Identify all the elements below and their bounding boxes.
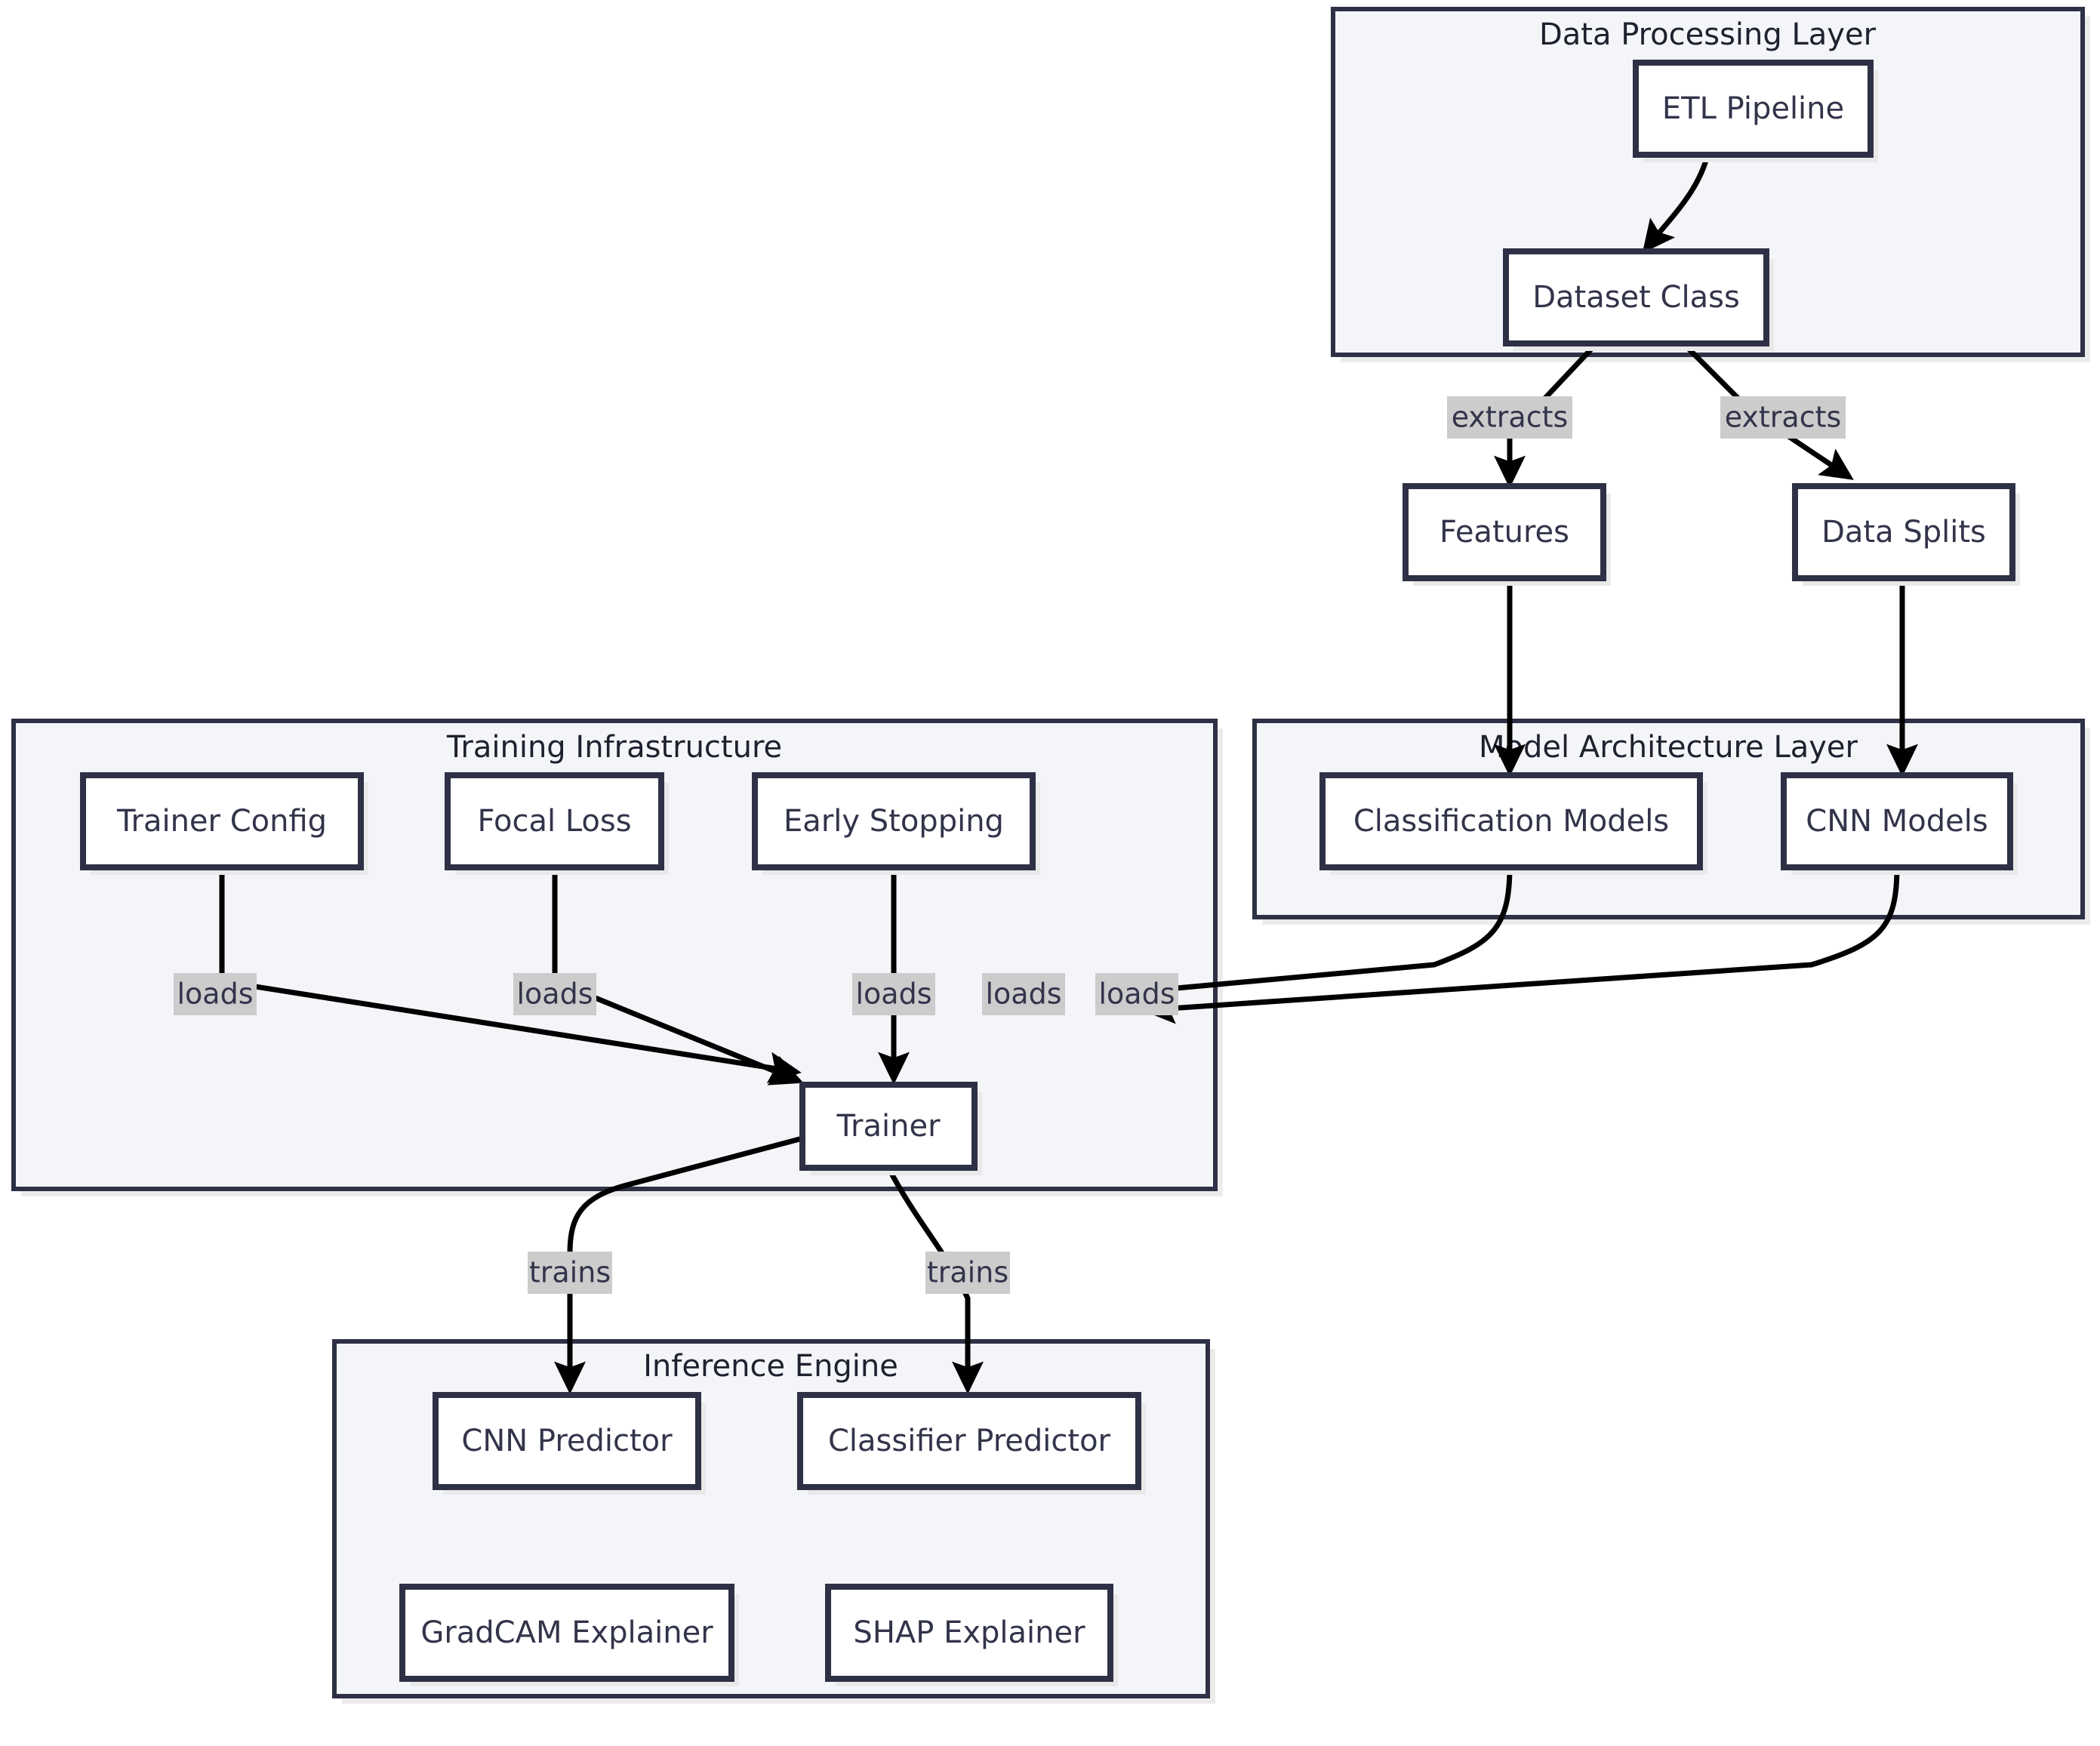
edge-label-label-trains-classifier: trains bbox=[925, 1252, 1010, 1294]
cluster-title-training-infrastructure: Training Infrastructure bbox=[446, 730, 782, 765]
edge-label-background bbox=[174, 973, 257, 1015]
node-label-etl-pipeline: ETL Pipeline bbox=[1662, 91, 1844, 126]
edge-cnn-to-trainer bbox=[1142, 867, 1900, 1024]
node-label-features: Features bbox=[1440, 515, 1569, 550]
edge-label-label-loads-cnn: loads bbox=[1095, 973, 1178, 1015]
edge-label-text: trains bbox=[927, 1256, 1008, 1289]
node-label-focal-loss: Focal Loss bbox=[477, 804, 631, 839]
edge-label-text: extracts bbox=[1725, 401, 1842, 434]
edge-label-background bbox=[1720, 396, 1846, 439]
cluster-title-inference-engine: Inference Engine bbox=[643, 1349, 898, 1384]
node-box[interactable] bbox=[752, 772, 1036, 870]
node-box[interactable] bbox=[433, 1392, 701, 1490]
edge-label-text: loads bbox=[516, 978, 593, 1011]
node-label-gradcam-explainer: GradCAM Explainer bbox=[420, 1615, 713, 1650]
node-box[interactable] bbox=[825, 1584, 1113, 1682]
node-cnn-predictor[interactable]: CNN Predictor bbox=[433, 1392, 706, 1495]
node-label-early-stopping: Early Stopping bbox=[784, 804, 1004, 839]
node-label-classifier-predictor: Classifier Predictor bbox=[828, 1424, 1111, 1458]
node-trainer-config[interactable]: Trainer Config bbox=[80, 772, 368, 875]
edge-label-background bbox=[852, 973, 935, 1015]
node-label-cnn-predictor: CNN Predictor bbox=[461, 1424, 673, 1458]
edge-label-text: extracts bbox=[1452, 401, 1569, 434]
node-box[interactable] bbox=[799, 1082, 978, 1171]
edge-label-label-loads-trainerconfig: loads bbox=[174, 973, 257, 1015]
edge-label-label-loads-earlystopping: loads bbox=[852, 973, 935, 1015]
cluster-title-model-architecture-layer: Model Architecture Layer bbox=[1479, 730, 1858, 765]
edge-etl-to-dataset bbox=[1642, 154, 1710, 254]
node-label-classification-models: Classification Models bbox=[1353, 804, 1669, 839]
edge-label-background bbox=[982, 973, 1065, 1015]
node-box[interactable] bbox=[1403, 483, 1606, 581]
node-focal-loss[interactable]: Focal Loss bbox=[445, 772, 669, 875]
node-box[interactable] bbox=[1781, 772, 2013, 870]
edge-label-background bbox=[528, 1252, 612, 1294]
edges-layer bbox=[219, 154, 1918, 1395]
node-box[interactable] bbox=[445, 772, 664, 870]
edge-label-background bbox=[513, 973, 596, 1015]
node-dataset-class[interactable]: Dataset Class bbox=[1503, 248, 1774, 351]
node-classifier-predictor[interactable]: Classifier Predictor bbox=[797, 1392, 1146, 1495]
edge-label-label-extracts-features: extracts bbox=[1447, 396, 1572, 439]
node-shap-explainer[interactable]: SHAP Explainer bbox=[825, 1584, 1118, 1686]
node-label-trainer: Trainer bbox=[836, 1109, 941, 1144]
edge-label-background bbox=[1447, 396, 1572, 439]
node-data-splits[interactable]: Data Splits bbox=[1792, 483, 2020, 586]
edge-label-background bbox=[925, 1252, 1010, 1294]
node-trainer[interactable]: Trainer bbox=[799, 1082, 982, 1175]
edge-trainer-to-cnn-predictor bbox=[554, 1135, 803, 1395]
node-box[interactable] bbox=[399, 1584, 734, 1682]
node-box[interactable] bbox=[797, 1392, 1141, 1490]
node-cnn-models[interactable]: CNN Models bbox=[1781, 772, 2018, 875]
edge-label-label-loads-focalloss: loads bbox=[513, 973, 596, 1015]
edge-label-background bbox=[1095, 973, 1178, 1015]
edge-label-text: loads bbox=[985, 978, 1061, 1011]
node-label-trainer-config: Trainer Config bbox=[116, 804, 327, 839]
node-label-data-splits: Data Splits bbox=[1821, 515, 1986, 550]
edge-label-label-loads-classification: loads bbox=[982, 973, 1065, 1015]
edge-labels-layer: extracts extracts loads loads loads loads load… bbox=[174, 396, 1846, 1294]
node-box[interactable] bbox=[1503, 248, 1769, 346]
node-early-stopping[interactable]: Early Stopping bbox=[752, 772, 1040, 875]
node-features[interactable]: Features bbox=[1403, 483, 1611, 586]
cluster-title-data-processing-layer: Data Processing Layer bbox=[1539, 17, 1877, 52]
node-etl-pipeline[interactable]: ETL Pipeline bbox=[1633, 60, 1878, 162]
edge-classification-to-trainer bbox=[1097, 867, 1513, 1008]
node-box[interactable] bbox=[1792, 483, 2015, 581]
node-label-cnn-models: CNN Models bbox=[1806, 804, 1988, 839]
edge-label-text: loads bbox=[177, 978, 253, 1011]
node-gradcam-explainer[interactable]: GradCAM Explainer bbox=[399, 1584, 739, 1686]
node-label-shap-explainer: SHAP Explainer bbox=[853, 1615, 1085, 1650]
node-classification-models[interactable]: Classification Models bbox=[1319, 772, 1707, 875]
node-box[interactable] bbox=[1319, 772, 1703, 870]
edge-label-label-trains-cnn: trains bbox=[528, 1252, 612, 1294]
node-label-dataset-class: Dataset Class bbox=[1532, 280, 1740, 315]
edge-label-text: trains bbox=[529, 1256, 611, 1289]
node-box[interactable] bbox=[1633, 60, 1874, 158]
edge-label-text: loads bbox=[1098, 978, 1175, 1011]
node-box[interactable] bbox=[80, 772, 364, 870]
edge-label-label-extracts-datasplits: extracts bbox=[1720, 396, 1846, 439]
edge-label-text: loads bbox=[855, 978, 931, 1011]
